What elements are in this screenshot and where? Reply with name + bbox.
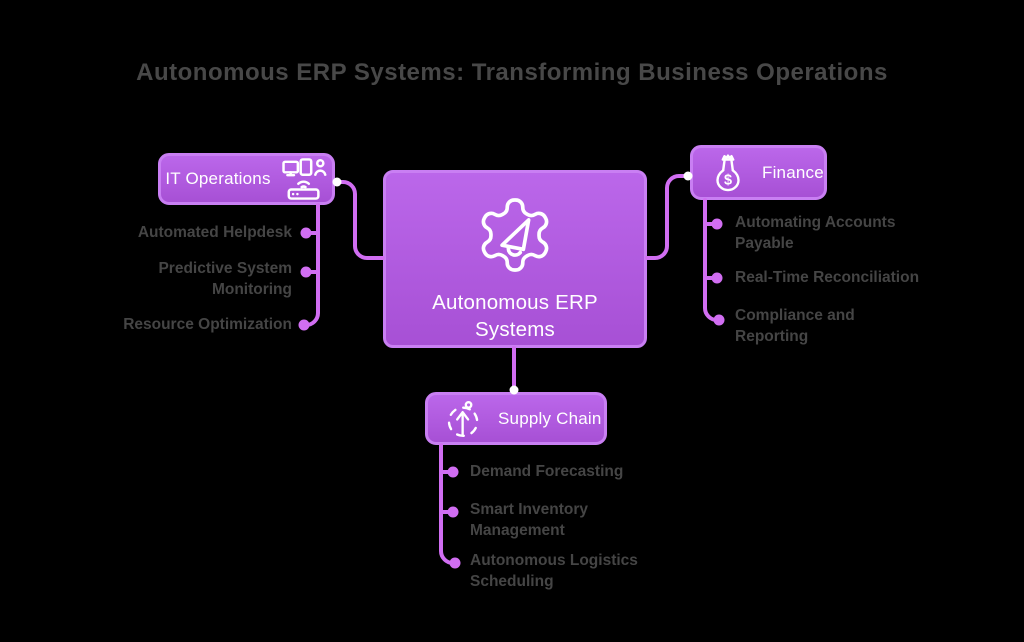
wire-finance-subbranch bbox=[703, 198, 719, 322]
branch-node-finance: $ Finance bbox=[690, 145, 827, 200]
wire-supply-subbranch bbox=[439, 443, 455, 565]
wire-it-to-center bbox=[334, 180, 385, 260]
route-arrow-icon bbox=[447, 400, 479, 437]
bullet-dot bbox=[298, 319, 310, 331]
wire-it-subbranch bbox=[304, 203, 320, 327]
bullet-dot bbox=[711, 218, 723, 230]
bullet-dot bbox=[300, 227, 312, 239]
money-bag-icon: $ bbox=[716, 153, 740, 191]
bullet-dot bbox=[447, 506, 459, 518]
wire-center-to-finance bbox=[645, 174, 689, 260]
bullet-dot bbox=[711, 272, 723, 284]
branch-node-it-operations: IT Operations bbox=[158, 153, 335, 205]
bullet-dot bbox=[300, 266, 312, 278]
finance-item-automating-accounts-payable: Automating Accounts Payable bbox=[735, 214, 896, 252]
it-item-predictive-system-monitoring: Predictive System Monitoring bbox=[158, 260, 292, 298]
it-item-resource-optimization: Resource Optimization bbox=[123, 316, 292, 333]
it-item-automated-helpdesk: Automated Helpdesk bbox=[137, 224, 292, 241]
finance-item-real-time-reconciliation: Real-Time Reconciliation bbox=[735, 269, 920, 286]
bullet-dot bbox=[449, 557, 461, 569]
it-devices-network-icon bbox=[281, 158, 327, 200]
central-node-label: Autonomous ERP Systems bbox=[432, 291, 598, 341]
bullet-dot bbox=[447, 466, 459, 478]
bullet-dot bbox=[713, 314, 725, 326]
supply-chain-label: Supply Chain bbox=[498, 408, 602, 428]
supply-item-smart-inventory-management: Smart Inventory Management bbox=[470, 501, 589, 539]
supply-item-demand-forecasting: Demand Forecasting bbox=[470, 463, 624, 480]
branch-node-supply-chain: Supply Chain bbox=[425, 392, 607, 445]
diagram-title: Autonomous ERP Systems: Transforming Bus… bbox=[136, 59, 888, 86]
central-node-autonomous-erp: Autonomous ERP Systems bbox=[383, 170, 647, 348]
finance-label: Finance bbox=[762, 162, 824, 182]
svg-text:$: $ bbox=[724, 172, 732, 188]
gear-megaphone-icon bbox=[481, 198, 549, 272]
it-operations-label: IT Operations bbox=[165, 169, 271, 188]
supply-item-autonomous-logistics-scheduling: Autonomous Logistics Scheduling bbox=[470, 552, 638, 590]
finance-item-compliance-and-reporting: Compliance and Reporting bbox=[735, 307, 855, 345]
